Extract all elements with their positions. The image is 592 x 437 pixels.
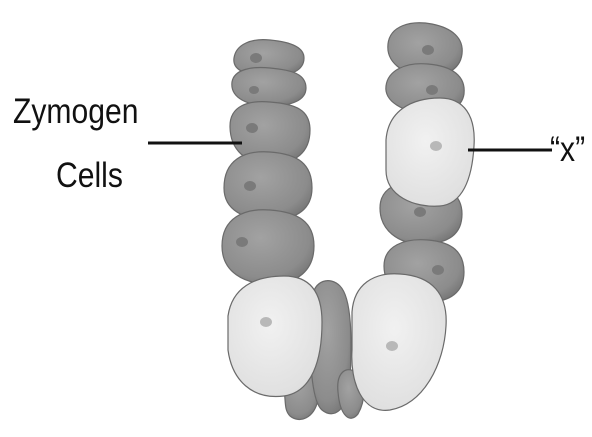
- nucleus: [260, 317, 272, 327]
- pale-cell: [228, 276, 322, 397]
- gland-base: [228, 274, 446, 420]
- nucleus: [432, 265, 444, 275]
- left-cell-column: [222, 40, 314, 284]
- x-label: “x”: [550, 132, 585, 167]
- nucleus: [386, 341, 398, 351]
- nucleus: [244, 181, 256, 191]
- nucleus: [422, 45, 434, 55]
- x-cell: [386, 98, 474, 206]
- zymogen-cell: [222, 210, 314, 284]
- nucleus: [426, 85, 438, 95]
- nucleus: [250, 53, 262, 63]
- nucleus: [246, 123, 258, 133]
- zymogen-label-line2: Cells: [56, 158, 123, 193]
- nucleus: [236, 237, 248, 247]
- zymogen-cell: [232, 68, 306, 106]
- nucleus: [249, 86, 259, 94]
- right-cell-column: [380, 23, 474, 302]
- nucleus: [430, 141, 442, 151]
- nucleus: [414, 207, 426, 217]
- zymogen-label-line1: Zymogen: [13, 94, 138, 129]
- pale-cell: [352, 274, 446, 411]
